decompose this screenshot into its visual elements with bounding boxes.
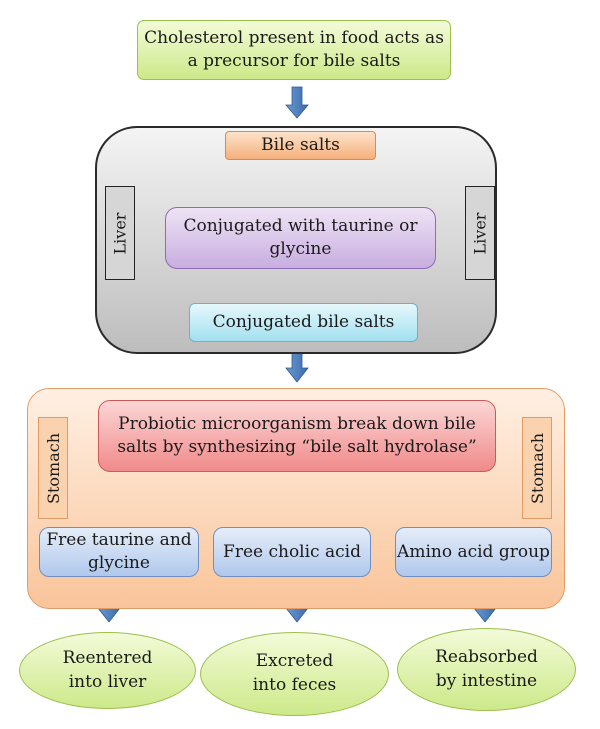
reentered-liver-ellipse: Reentered into liver [19,632,196,709]
free-taurine-glycine-box: Free taurine and glycine [39,527,199,577]
amino-acid-group-text: Amino acid group [397,541,550,562]
conjugated-bile-salts-text: Conjugated bile salts [212,312,395,333]
reentered-liver-text: Reentered into liver [62,647,153,692]
cholesterol-precursor-text: Cholesterol present in food acts as a pr… [144,28,444,71]
bile-salts-box: Bile salts [225,131,376,160]
reabsorbed-intestine-ellipse: Reabsorbed by intestine [397,628,576,711]
amino-acid-group-box: Amino acid group [395,527,552,577]
liver-label-right: Liver [465,186,495,280]
conjugated-with-taurine-text: Conjugated with taurine or glycine [183,216,418,259]
liver-label-right-text: Liver [470,212,490,254]
excreted-feces-ellipse: Excreted into feces [200,632,389,716]
free-cholic-acid-text: Free cholic acid [223,541,361,562]
cholesterol-precursor-box: Cholesterol present in food acts as a pr… [137,20,451,80]
reabsorbed-intestine-text: Reabsorbed by intestine [435,646,538,691]
probiotic-breakdown-box: Probiotic microorganism break down bile … [98,400,496,472]
stomach-label-left: Stomach [38,417,68,519]
excreted-feces-text: Excreted into feces [252,651,337,695]
liver-label-left-text: Liver [110,212,130,254]
bile-salts-text: Bile salts [261,135,340,156]
stomach-label-left-text: Stomach [43,432,63,504]
free-taurine-glycine-text: Free taurine and glycine [46,530,192,573]
conjugated-with-taurine-box: Conjugated with taurine or glycine [165,207,436,269]
free-cholic-acid-box: Free cholic acid [213,527,371,577]
stomach-label-right-text: Stomach [527,432,547,504]
probiotic-breakdown-text: Probiotic microorganism break down bile … [117,414,477,457]
arrow-top-to-liver [285,86,309,119]
stomach-label-right: Stomach [522,417,552,519]
liver-label-left: Liver [105,186,135,280]
conjugated-bile-salts-box: Conjugated bile salts [189,303,418,342]
